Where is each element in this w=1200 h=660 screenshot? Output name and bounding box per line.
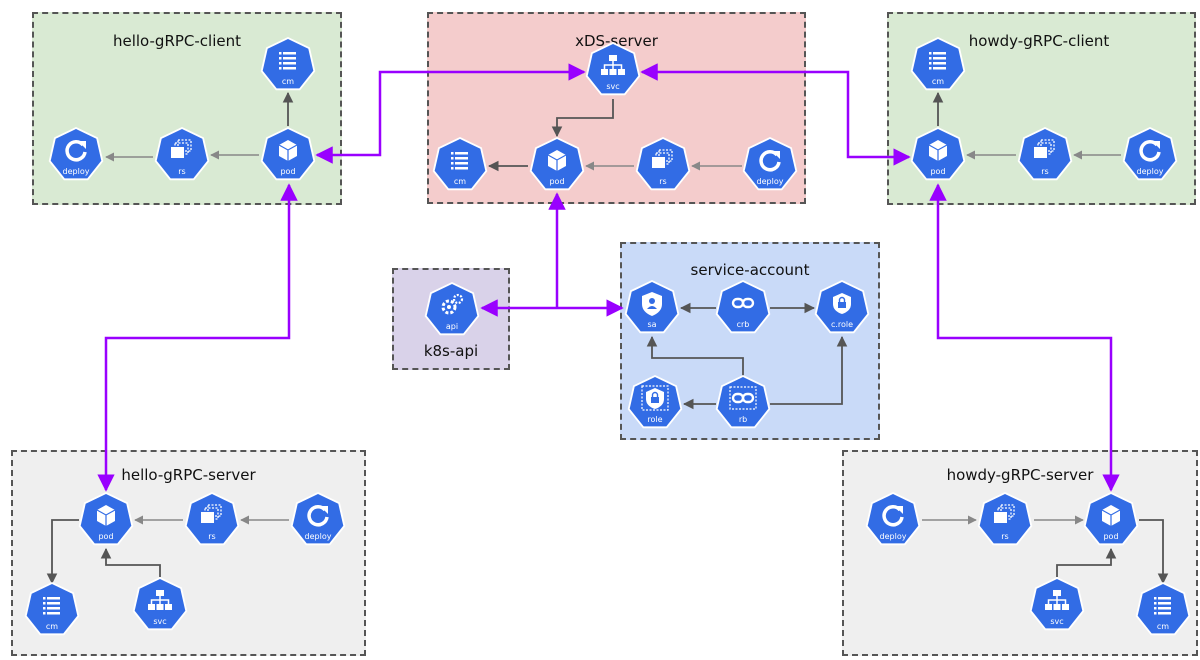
refresh-icon: deploy [48,127,104,181]
edge-xs-svc-to-xs-pod [551,99,614,138]
node-label-xs-cm: cm [454,177,466,186]
node-label-wc-pod: pod [930,167,945,176]
hierarchy-icon: svc [132,577,188,631]
node-label-wc-cm: cm [932,77,944,86]
node-label-hs-cm: cm [46,622,58,631]
node-label-xs-rs: rs [659,177,666,186]
refresh-icon: deploy [865,492,921,546]
hierarchy-icon: svc [585,42,641,96]
node-label-hs-pod: pod [98,532,113,541]
edge-sa-rb-to-sa-crole [770,335,848,405]
edge-hs-pod-to-hs-cm [46,519,79,585]
edge-hc-pod-to-xs-svc [315,63,586,164]
hierarchy-icon: svc [1029,577,1085,631]
stacked-boxes-icon: rs [154,127,210,181]
node-label-xs-svc: svc [606,82,619,91]
group-title: howdy-gRPC-client [968,32,1110,50]
node-label-sa-crole: c.role [831,320,853,329]
node-label-hs-rs: rs [208,532,215,541]
node-label-ws-svc: svc [1050,617,1063,626]
link-icon: rb [715,375,771,429]
list-icon: cm [260,37,316,91]
edge-wc-pod-to-xs-svc [640,63,911,166]
node-label-sa-role: role [647,415,662,424]
refresh-icon: deploy [742,137,798,191]
lock-shield-icon: c.role [814,280,870,334]
node-label-hs-deploy: deploy [305,532,332,541]
node-label-hc-rs: rs [178,167,185,176]
node-label-ws-pod: pod [1103,532,1118,541]
cube-icon: pod [529,137,585,191]
stacked-boxes-icon: rs [635,137,691,191]
edge-sa-rb-to-sa-sa [646,335,744,382]
edge-ws-svc-to-ws-pod [1056,547,1117,577]
node-label-wc-rs: rs [1041,167,1048,176]
edge-ws-pod-to-ws-cm [1139,519,1169,585]
group-title: xDS-server [575,32,658,50]
node-label-xs-pod: pod [549,177,564,186]
node-label-hc-cm: cm [282,77,294,86]
link-icon: crb [715,280,771,334]
node-label-hs-svc: svc [153,617,166,626]
group-title: hello-gRPC-client [112,32,241,50]
node-label-sa-rb: rb [739,415,747,424]
list-icon: cm [24,582,80,636]
node-label-k8-api: api [446,322,458,331]
edge-hs-svc-to-hs-pod [100,547,161,577]
list-icon: cm [1135,582,1191,636]
node-label-wc-deploy: deploy [1137,167,1164,176]
node-label-hc-deploy: deploy [63,167,90,176]
lock-shield-icon: role [627,375,683,429]
group-title: k8s-api [423,342,479,360]
node-label-sa-sa: sa [647,320,656,329]
node-label-ws-rs: rs [1001,532,1008,541]
edge-wc-pod-to-ws-pod [929,183,1120,492]
stacked-boxes-icon: rs [1017,127,1073,181]
list-icon: cm [432,137,488,191]
list-icon: cm [910,37,966,91]
gears-icon: api [424,282,480,336]
refresh-icon: deploy [290,492,346,546]
cube-icon: pod [260,127,316,181]
node-label-ws-deploy: deploy [880,532,907,541]
cube-icon: pod [1083,492,1139,546]
cube-icon: pod [78,492,134,546]
user-shield-icon: sa [624,280,680,334]
stacked-boxes-icon: rs [184,492,240,546]
group-title: service-account [690,261,810,279]
refresh-icon: deploy [1122,127,1178,181]
node-label-xs-deploy: deploy [757,177,784,186]
node-label-sa-crb: crb [737,320,750,329]
stacked-boxes-icon: rs [977,492,1033,546]
edge-hc-pod-to-hs-pod [97,183,298,492]
node-label-hc-pod: pod [280,167,295,176]
cube-icon: pod [910,127,966,181]
node-label-ws-cm: cm [1157,622,1169,631]
